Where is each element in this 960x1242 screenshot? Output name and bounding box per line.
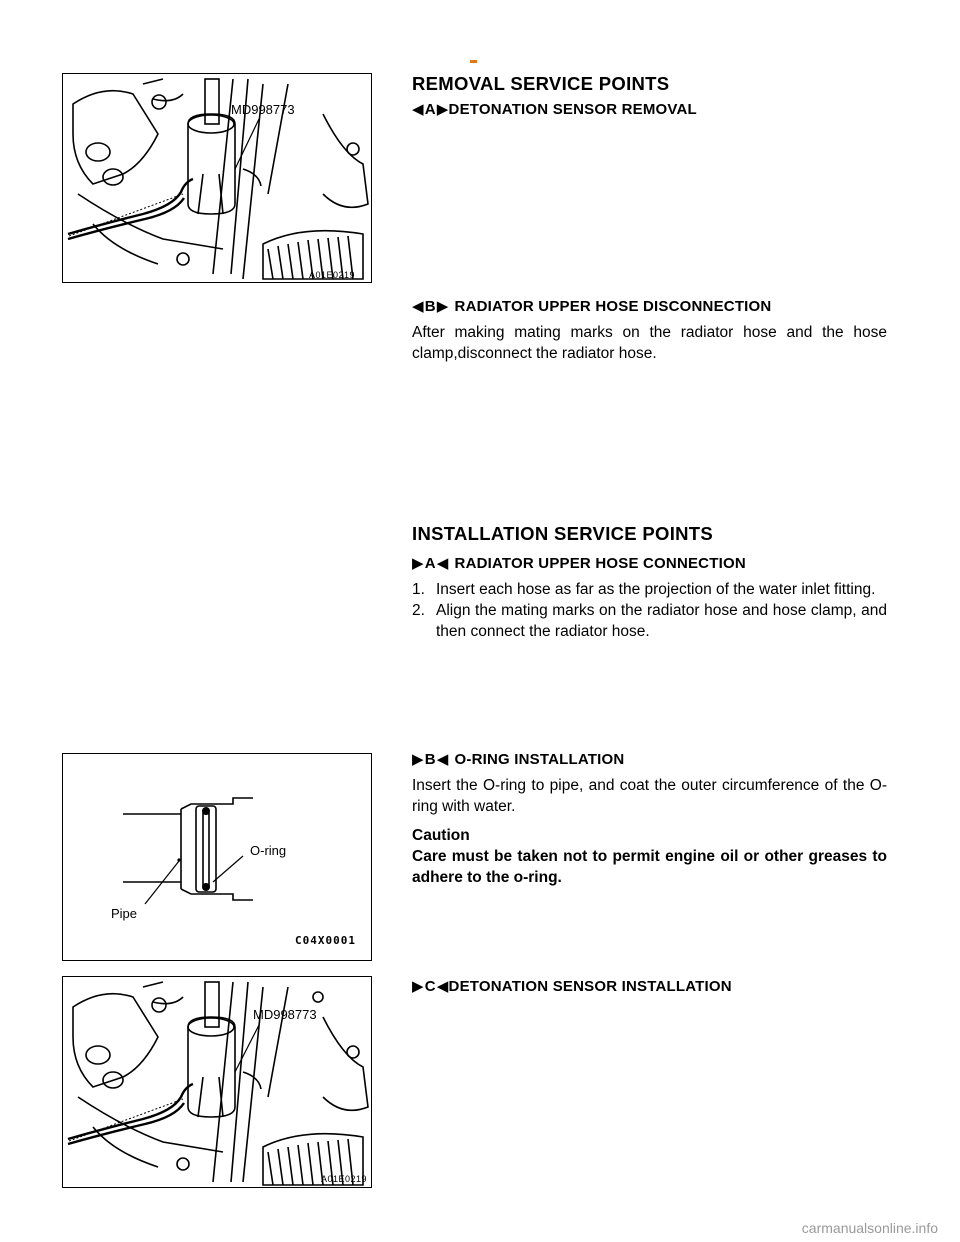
step-label: O-RING INSTALLATION: [454, 751, 625, 768]
step-label: DETONATION SENSOR INSTALLATION: [448, 978, 732, 995]
marker-right-triangle-icon: ▶: [436, 298, 449, 315]
installation-b-section: ▶B◀ O-RING INSTALLATION Insert the O-ring…: [412, 751, 887, 888]
installation-b-text: Insert the O-ring to pipe, and coat the …: [412, 777, 887, 815]
list-item: 1. Insert each hose as far as the project…: [412, 579, 887, 600]
step-a-removal-heading: ◀A▶DETONATION SENSOR REMOVAL: [412, 101, 887, 118]
marker-letter: A: [424, 555, 436, 572]
step-b-installation-heading: ▶B◀ O-RING INSTALLATION: [412, 751, 887, 768]
marker-letter: C: [424, 978, 436, 995]
tool-label-md998773: MD998773: [231, 102, 295, 117]
removal-section: REMOVAL SERVICE POINTS ◀A▶DETONATION SEN…: [412, 73, 887, 118]
marker-right-triangle-icon: ▶: [412, 555, 424, 572]
figure-o-ring-installation: O-ring Pipe C04X0001: [62, 753, 372, 961]
marker-letter: A: [424, 101, 436, 118]
marker-left-triangle-icon: ◀: [412, 298, 424, 315]
step-c-installation-heading: ▶C◀DETONATION SENSOR INSTALLATION: [412, 978, 887, 995]
engine-illustration: [67, 78, 369, 280]
marker-left-triangle-icon: ◀: [436, 978, 449, 995]
step-label: DETONATION SENSOR REMOVAL: [448, 101, 697, 118]
label-pipe: Pipe: [111, 906, 138, 921]
section-title-removal: REMOVAL SERVICE POINTS: [412, 73, 670, 94]
installation-section: INSTALLATION SERVICE POINTS ▶A◀ RADIATOR …: [412, 523, 887, 642]
marker-left-triangle-icon: ◀: [436, 555, 449, 572]
section-title-installation: INSTALLATION SERVICE POINTS: [412, 523, 714, 544]
step-number: 2.: [412, 602, 425, 619]
list-item: 2. Align the mating marks on the radiator…: [412, 600, 887, 642]
installation-a-steps: 1. Insert each hose as far as the project…: [412, 579, 887, 642]
figure-code: C04X0001: [295, 934, 356, 947]
caution-text: Care must be taken not to permit engine …: [412, 848, 887, 886]
marker-letter: B: [424, 751, 436, 768]
marker-letter: B: [424, 298, 436, 315]
step-b-removal-heading: ◀B▶ RADIATOR UPPER HOSE DISCONNECTION: [412, 298, 887, 315]
marker-left-triangle-icon: ◀: [436, 751, 449, 768]
marker-right-triangle-icon: ▶: [412, 978, 424, 995]
label-o-ring: O-ring: [250, 843, 287, 858]
marker-right-triangle-icon: ▶: [436, 101, 449, 118]
watermark-link[interactable]: carmanualsonline.info: [801, 1220, 938, 1236]
figure-code: A01E0219: [309, 270, 356, 280]
step-text: Insert each hose as far as the projectio…: [436, 581, 876, 598]
figure-detonation-sensor-removal: MD998773 A01E0219: [62, 73, 372, 283]
step-a-installation-heading: ▶A◀ RADIATOR UPPER HOSE CONNECTION: [412, 555, 887, 572]
engine-illustration: [67, 981, 369, 1186]
installation-c-section: ▶C◀DETONATION SENSOR INSTALLATION: [412, 978, 887, 995]
o-ring-pipe-illustration: [123, 797, 253, 905]
figure-detonation-sensor-installation: MD998773 A01E0219: [62, 976, 372, 1188]
page-top-mark: [470, 60, 477, 63]
removal-b-text: After making mating marks on the radiato…: [412, 324, 887, 362]
removal-b-section: ◀B▶ RADIATOR UPPER HOSE DISCONNECTION Aft…: [412, 298, 887, 364]
marker-right-triangle-icon: ▶: [412, 751, 424, 768]
step-number: 1.: [412, 581, 425, 598]
figure-code: A01E0219: [321, 1174, 368, 1184]
step-text: Align the mating marks on the radiator h…: [436, 602, 887, 640]
caution-title: Caution: [412, 827, 470, 844]
step-label: RADIATOR UPPER HOSE CONNECTION: [454, 555, 746, 572]
tool-label-md998773: MD998773: [253, 1007, 317, 1022]
step-label: RADIATOR UPPER HOSE DISCONNECTION: [454, 298, 772, 315]
marker-left-triangle-icon: ◀: [412, 101, 424, 118]
